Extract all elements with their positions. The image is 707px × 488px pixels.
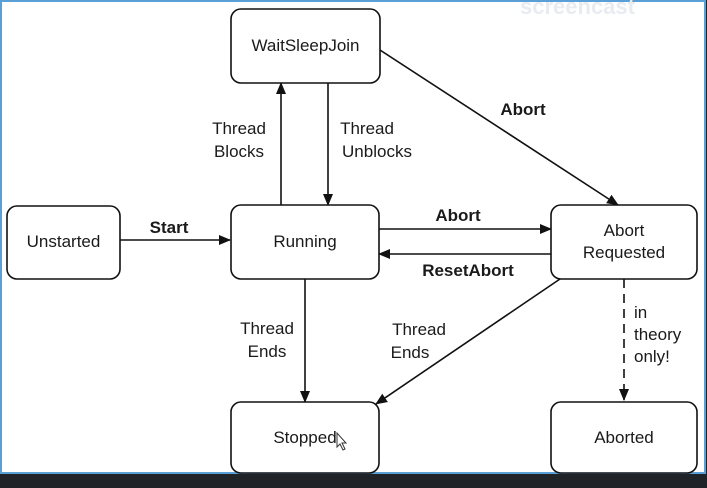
label-thread-unblocks-line2: Unblocks [342,142,412,161]
label-abort-from-wait: Abort [500,100,546,119]
label-abort-from-running: Abort [435,206,481,225]
label-thread-ends-running-line1: Thread [240,319,294,338]
label-thread-ends-running-line2: Ends [248,342,287,361]
node-abort-requested: Abort Requested [550,204,698,280]
edge-thread-ends-abort [375,278,561,405]
mouse-cursor-icon [336,431,348,451]
label-thread-blocks-line1: Thread [212,119,266,138]
node-running-label: Running [273,232,336,251]
label-start: Start [150,218,189,237]
node-aborted: Aborted [550,401,698,474]
node-abort-requested-line1: Abort [604,221,645,240]
node-stopped: Stopped [230,401,380,474]
node-unstarted: Unstarted [6,205,121,280]
node-running: Running [230,204,380,280]
label-reset-abort: ResetAbort [422,261,514,280]
node-waitsleepjoin-label: WaitSleepJoin [251,36,359,55]
node-waitsleepjoin: WaitSleepJoin [230,8,381,84]
label-thread-ends-abort-line1: Thread [392,320,446,339]
node-stopped-label: Stopped [273,428,336,447]
label-thread-unblocks-line1: Thread [340,119,394,138]
label-in-theory-line1: in [634,303,647,322]
label-in-theory-line3: only! [634,347,670,366]
label-thread-blocks-line2: Blocks [214,142,264,161]
edge-abort-from-wait [379,49,619,206]
watermark-text: screencast [520,0,636,19]
node-aborted-label: Aborted [594,428,654,447]
label-thread-ends-abort-line2: Ends [391,343,430,362]
node-unstarted-label: Unstarted [27,232,101,251]
node-abort-requested-line2: Requested [583,243,665,262]
label-in-theory-line2: theory [634,325,682,344]
